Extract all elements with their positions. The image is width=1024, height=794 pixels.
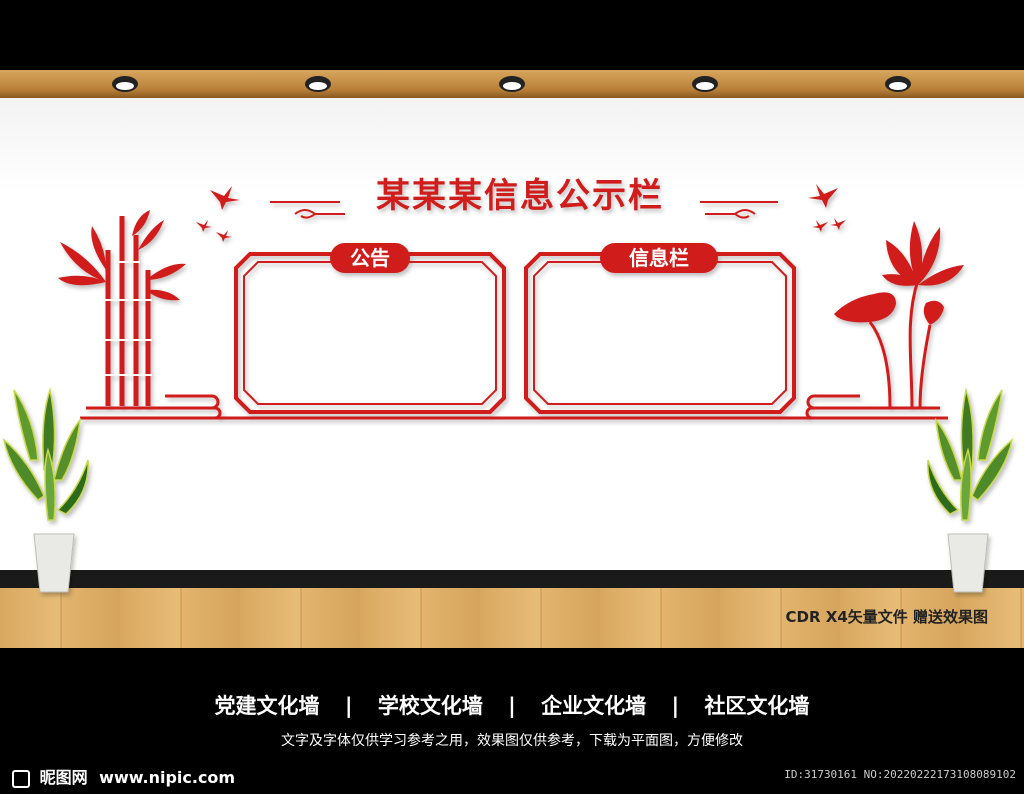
- disclaimer-text: 文字及字体仅供学习参考之用，效果图仅供参考，下载为平面图，方便修改: [281, 733, 743, 749]
- notice-board-frame: [234, 252, 506, 414]
- notice-board-label-pill: [330, 243, 410, 273]
- snake-plant-icon: [2, 387, 1014, 593]
- category-party-building: 党建文化墙: [214, 694, 320, 718]
- notice-board-label: 公告: [350, 246, 390, 270]
- title-right-ornament: [700, 201, 778, 219]
- image-id-label: ID:31730161 NO:20220222173108089102: [784, 768, 1016, 781]
- title-left-ornament: [270, 201, 345, 219]
- category-row: 党建文化墙 | 学校文化墙 | 企业文化墙 | 社区文化墙: [0, 690, 1024, 720]
- wall-background: [0, 98, 1024, 570]
- page-title: 某某某信息公示栏: [376, 176, 664, 216]
- category-separator: |: [671, 694, 680, 718]
- nipic-logo-icon: [12, 769, 30, 788]
- category-school: 学校文化墙: [377, 694, 483, 718]
- category-separator: |: [508, 694, 516, 718]
- baseboard: [0, 570, 1024, 588]
- category-separator: |: [344, 694, 353, 718]
- wooden-floor: [0, 588, 1024, 648]
- info-board-label-pill: [600, 243, 718, 273]
- bottom-black-band: [0, 648, 1024, 794]
- watermark-brand: 昵图网: [39, 768, 88, 787]
- category-enterprise: 企业文化墙: [541, 694, 647, 718]
- category-community: 社区文化墙: [704, 694, 810, 718]
- lotus-icon: [834, 221, 964, 409]
- file-format-note: CDR X4矢量文件 赠送效果图: [785, 608, 988, 626]
- base-line: [80, 394, 948, 420]
- watermark-url: www.nipic.com: [99, 768, 236, 787]
- swallow-icon: [196, 184, 846, 242]
- ceiling-light-icon: [112, 76, 911, 92]
- top-black-band: [0, 0, 1024, 70]
- info-board-label: 信息栏: [629, 246, 689, 270]
- info-board-frame: [524, 252, 796, 414]
- bamboo-icon: [58, 210, 186, 406]
- watermark: 昵图网 www.nipic.com: [12, 764, 235, 788]
